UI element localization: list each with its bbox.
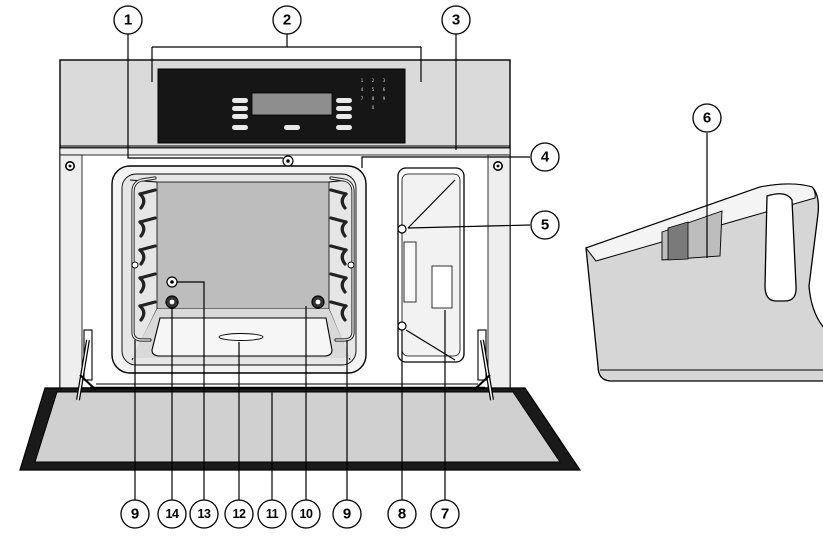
keypad-digit: 9 bbox=[383, 96, 386, 101]
callout-7: 7 bbox=[430, 499, 460, 529]
frame-screw-right bbox=[492, 161, 503, 172]
control-panel: 1 2 3 4 5 6 7 8 9 0 bbox=[157, 68, 406, 144]
numeric-keypad: 1 2 3 4 5 6 7 8 9 0 bbox=[361, 78, 386, 110]
water-tank bbox=[585, 183, 823, 382]
callout-1: 1 bbox=[113, 5, 143, 35]
svg-text:11: 11 bbox=[266, 507, 279, 521]
svg-text:9: 9 bbox=[131, 506, 139, 523]
keypad-digit: 2 bbox=[372, 78, 375, 83]
keypad-digit: 1 bbox=[361, 78, 364, 83]
keypad-digit: 3 bbox=[383, 78, 386, 83]
keypad-digit: 5 bbox=[372, 87, 375, 92]
oven-door-open bbox=[19, 383, 582, 471]
frame-screw-left bbox=[65, 161, 76, 172]
svg-text:6: 6 bbox=[703, 110, 711, 127]
keypad-digit: 7 bbox=[361, 96, 364, 101]
keypad-digit: 8 bbox=[372, 96, 375, 101]
svg-text:7: 7 bbox=[441, 506, 449, 523]
keypad-digit: 0 bbox=[372, 105, 375, 110]
center-sensor-button bbox=[284, 125, 300, 130]
door-hinge-right bbox=[473, 329, 494, 401]
steam-inlet-left bbox=[165, 295, 179, 309]
svg-text:12: 12 bbox=[233, 507, 246, 521]
callout-12: 12 bbox=[224, 499, 254, 529]
water-connector-top bbox=[397, 224, 407, 234]
top-vent-opening bbox=[282, 155, 294, 167]
temperature-sensor bbox=[166, 276, 178, 288]
leader-lines bbox=[127, 34, 708, 500]
svg-text:2: 2 bbox=[283, 12, 291, 29]
right-sensor-buttons bbox=[336, 98, 352, 130]
svg-text:9: 9 bbox=[343, 506, 351, 523]
display-screen bbox=[251, 92, 333, 116]
callout-9-right: 9 bbox=[332, 499, 362, 529]
door-hinge-left bbox=[76, 329, 97, 401]
floor-heater-bowl bbox=[151, 317, 333, 357]
svg-text:4: 4 bbox=[541, 149, 550, 166]
callout-6: 6 bbox=[692, 103, 722, 133]
callout-11: 11 bbox=[257, 499, 287, 529]
callout-5: 5 bbox=[530, 210, 560, 240]
svg-text:1: 1 bbox=[124, 12, 132, 29]
callout-4: 4 bbox=[530, 142, 560, 172]
svg-text:10: 10 bbox=[300, 507, 313, 521]
callout-9-left: 9 bbox=[120, 499, 150, 529]
callout-10: 10 bbox=[291, 499, 321, 529]
svg-text:8: 8 bbox=[398, 506, 406, 523]
water-container-compartment bbox=[397, 167, 465, 363]
left-sensor-buttons bbox=[232, 98, 248, 130]
svg-text:14: 14 bbox=[166, 507, 179, 521]
svg-text:3: 3 bbox=[452, 12, 460, 29]
callouts: 1 2 3 4 5 6 7 8 bbox=[113, 5, 722, 529]
keypad-digit: 4 bbox=[361, 87, 364, 92]
shelf-runner-right bbox=[329, 176, 355, 342]
steam-inlet-right bbox=[311, 295, 325, 309]
callout-8: 8 bbox=[387, 499, 417, 529]
callout-2: 2 bbox=[272, 5, 302, 35]
compartment-label-area bbox=[431, 265, 453, 309]
shelf-runner-left bbox=[131, 176, 157, 342]
svg-text:5: 5 bbox=[541, 217, 549, 234]
callout-3: 3 bbox=[441, 5, 471, 35]
callout-14: 14 bbox=[157, 499, 187, 529]
svg-text:13: 13 bbox=[198, 507, 211, 521]
keypad-digit: 6 bbox=[383, 87, 386, 92]
callout-13: 13 bbox=[189, 499, 219, 529]
cavity-back-wall bbox=[156, 181, 330, 310]
water-connector-bottom bbox=[397, 321, 407, 331]
